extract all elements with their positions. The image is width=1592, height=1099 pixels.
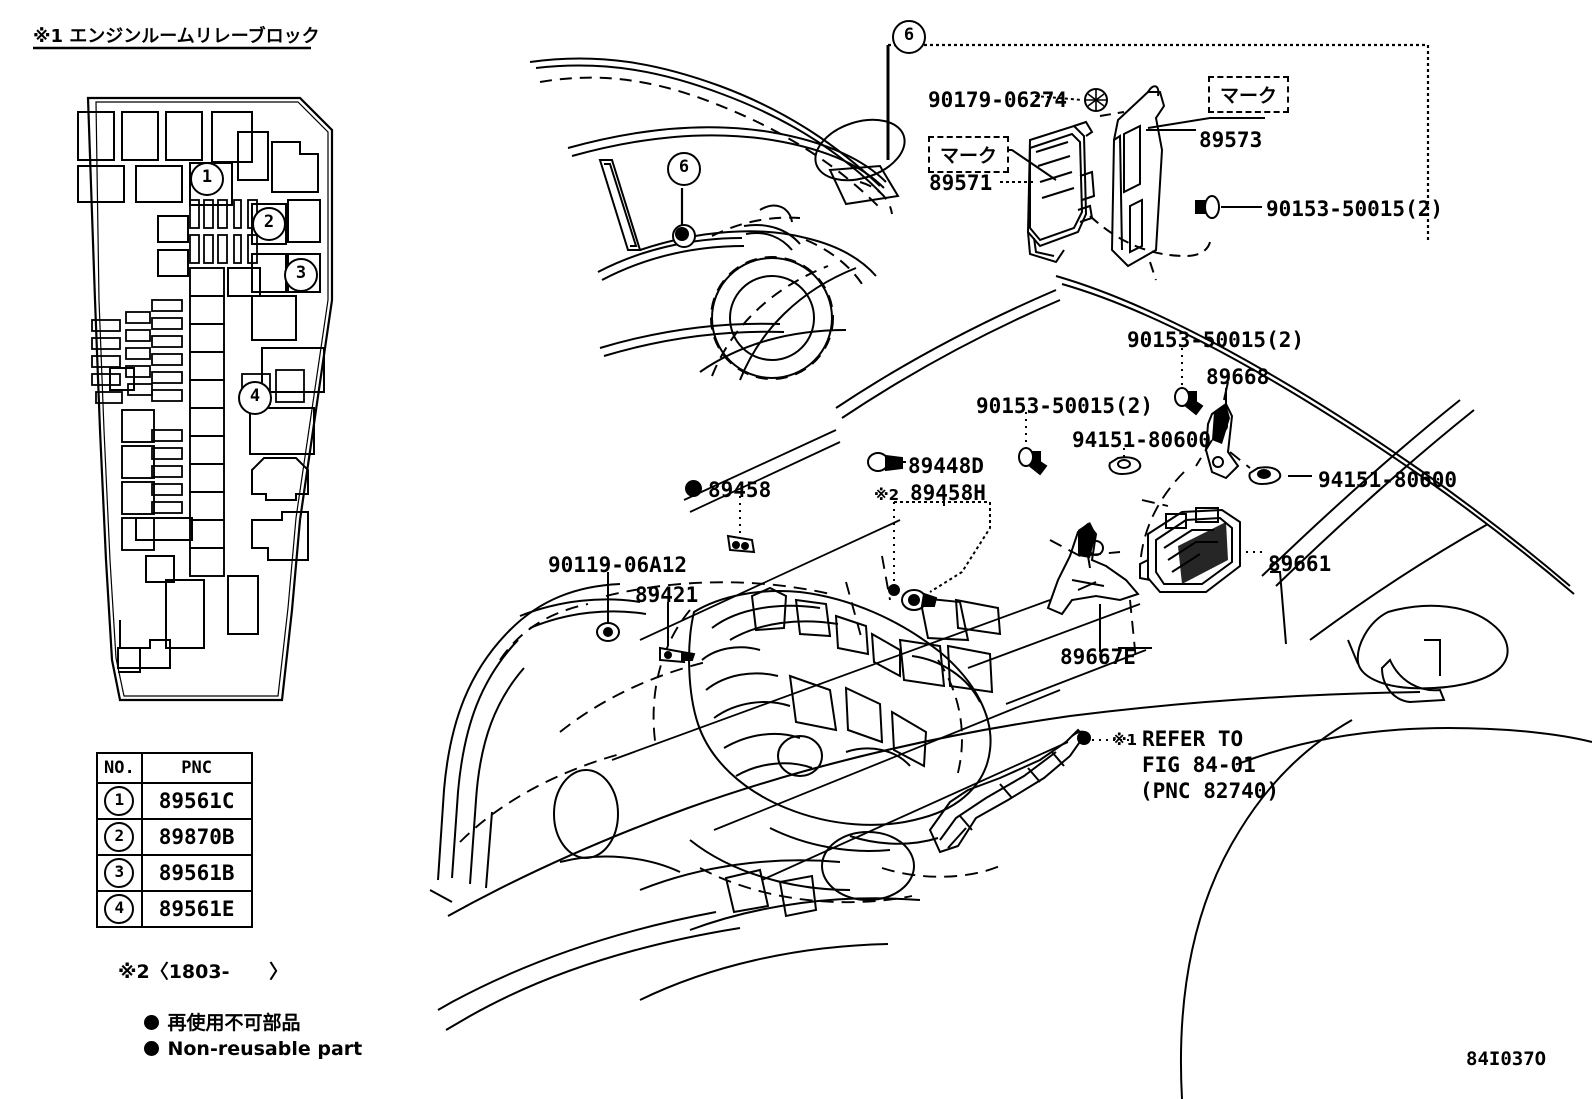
rear-location-dot-core [675, 227, 689, 241]
non-reusable-en-text: Non-reusable part [167, 1038, 363, 1060]
filled-dot-icon [144, 1041, 160, 1056]
label-89571: 89571 [929, 171, 993, 195]
label-90153-50015-a: 90153-50015(2) [1266, 197, 1444, 221]
detail-callout-6: 6 [892, 20, 926, 54]
row-no: 4 [96, 890, 143, 928]
table-row: 4 89561E [96, 890, 253, 928]
relay-callout-4: 4 [238, 381, 272, 415]
relay-callout-3: 3 [284, 258, 318, 292]
row-no: 2 [96, 818, 143, 856]
row-pnc: 89561E [140, 890, 253, 928]
mark-label-right: マーク [1220, 85, 1278, 107]
relay-callout-1: 1 [190, 162, 224, 196]
filled-dot-icon [144, 1015, 160, 1030]
relay-block-title: ※1 エンジンルームリレーブロック [33, 26, 320, 47]
row-circle: 4 [104, 894, 135, 924]
label-refer-to-line3: (PNC 82740) [1140, 779, 1280, 803]
label-89458: 89458 [708, 478, 772, 502]
row-circle: 3 [104, 858, 135, 888]
row-pnc: 89561B [140, 854, 253, 892]
header-pnc: PNC [140, 752, 253, 784]
note-2-legend: ※2〈1803- 〉 [118, 961, 289, 983]
non-reusable-jp-legend: 再使用不可部品 [118, 986, 300, 1057]
label-89668: 89668 [1206, 365, 1270, 389]
relay-callout-2: 2 [252, 207, 286, 241]
label-89667E: 89667E [1060, 645, 1136, 669]
mark-box-right: マーク [1208, 76, 1290, 113]
label-note2-89458H: ※2 [874, 486, 900, 504]
label-90153-50015-c: 90153-50015(2) [976, 394, 1154, 418]
label-90179-06274: 90179-06274 [928, 88, 1068, 112]
non-reusable-en-legend: Non-reusable part [118, 1016, 362, 1082]
label-note1-marker: ※1 [1112, 731, 1138, 749]
label-90119-06A12: 90119-06A12 [548, 553, 688, 577]
label-94151-80600-b: 94151-80600 [1318, 468, 1458, 492]
label-90153-50015-b: 90153-50015(2) [1127, 328, 1305, 352]
pnc-table: NO. PNC 1 89561C 2 89870B 3 89561B 4 895… [96, 752, 253, 928]
figure-code: 84I037O [1466, 1048, 1547, 1070]
row-no: 1 [96, 782, 143, 820]
label-89661: 89661 [1268, 552, 1332, 576]
header-no: NO. [96, 752, 143, 784]
row-circle: 2 [104, 822, 135, 852]
table-row: 1 89561C [96, 782, 253, 820]
mark-label-left: マーク [940, 145, 998, 167]
label-89573: 89573 [1199, 128, 1263, 152]
table-row: 2 89870B [96, 818, 253, 856]
row-pnc: 89870B [140, 818, 253, 856]
row-pnc: 89561C [140, 782, 253, 820]
table-row: 3 89561B [96, 854, 253, 892]
non-reusable-dot-89458 [685, 480, 702, 497]
row-circle: 1 [104, 786, 135, 816]
rear-callout-6: 6 [667, 152, 701, 186]
table-header-row: NO. PNC [96, 752, 253, 784]
label-refer-to-line1: REFER TO [1142, 727, 1244, 751]
row-no: 3 [96, 854, 143, 892]
label-refer-to-line2: FIG 84-01 [1142, 753, 1256, 777]
label-89448D: 89448D [908, 454, 984, 478]
non-reusable-jp-text: 再使用不可部品 [167, 1012, 301, 1034]
label-94151-80600-a: 94151-80600 [1072, 428, 1212, 452]
label-89421: 89421 [635, 583, 699, 607]
label-89458H: 89458H [910, 481, 986, 505]
mark-box-left: マーク [928, 136, 1010, 173]
